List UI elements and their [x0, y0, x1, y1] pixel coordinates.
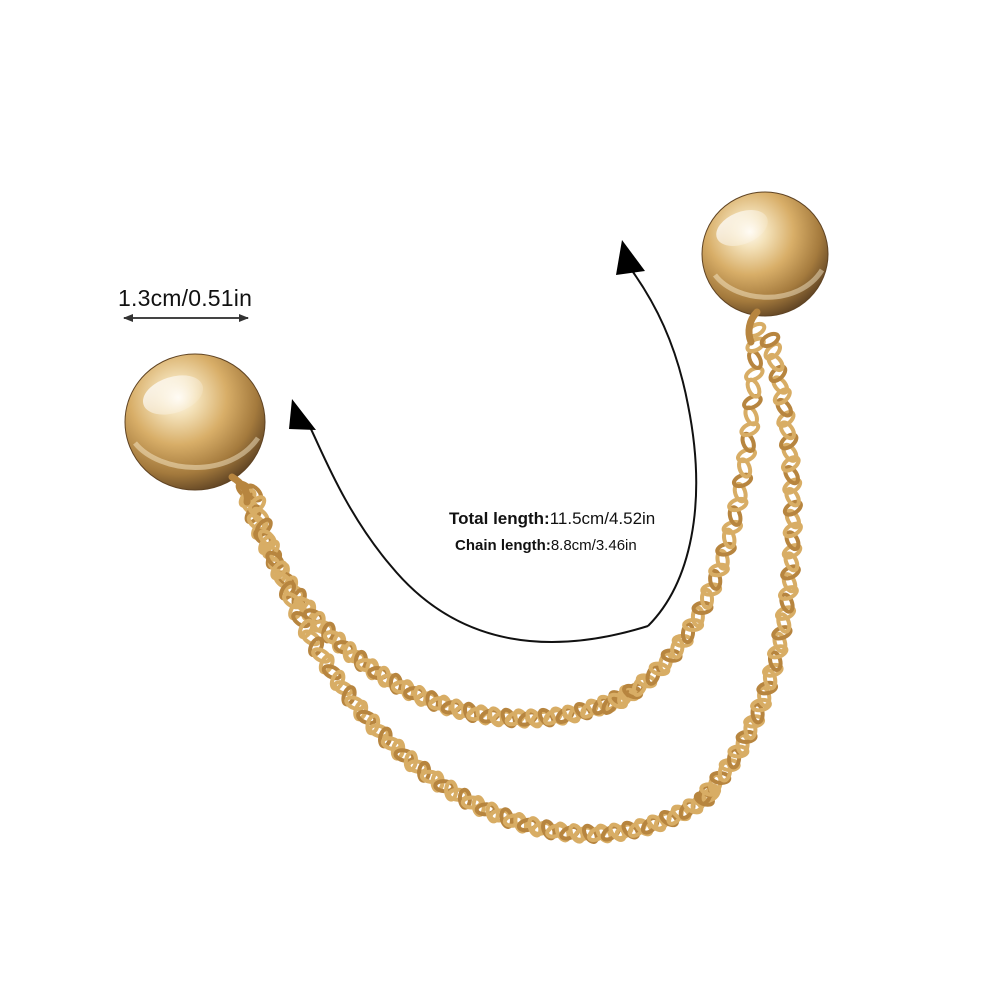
total-length-label: Total length:11.5cm/4.52in	[449, 510, 655, 527]
chain-link	[368, 723, 390, 739]
chain-link	[631, 675, 648, 697]
right-arrow-curve	[616, 240, 698, 627]
chain-link	[731, 472, 754, 489]
chain-link	[300, 629, 322, 647]
chain-link	[311, 647, 332, 664]
chain-link	[776, 410, 796, 428]
chain-link	[743, 718, 758, 741]
chain-link	[380, 736, 403, 752]
chain-link	[617, 686, 634, 707]
total-length-key: Total length:	[449, 509, 550, 528]
chain-link	[265, 550, 285, 569]
chain-link	[433, 779, 456, 794]
chain-link	[781, 572, 798, 594]
chain-link	[778, 420, 797, 441]
chain-link	[759, 331, 781, 349]
chain-link	[717, 760, 733, 783]
chain-link	[776, 612, 792, 634]
left-arrow-curve	[289, 399, 649, 643]
chain-link	[784, 487, 801, 508]
chain-link	[736, 447, 757, 464]
chain-link	[344, 695, 366, 711]
chain-link	[257, 529, 277, 548]
chain-link	[332, 680, 354, 697]
chain-link	[251, 506, 270, 526]
chain-link	[601, 695, 619, 715]
chain-link	[744, 365, 765, 383]
chain-link	[645, 664, 661, 686]
chain-link	[763, 341, 783, 361]
chain-link	[308, 636, 325, 658]
chain-link	[658, 651, 673, 674]
chain-link	[246, 513, 267, 532]
chain-link	[783, 465, 800, 486]
back-chain	[244, 331, 803, 844]
chain-link	[757, 685, 772, 708]
right-ball-stud	[701, 191, 829, 346]
chain-link	[273, 571, 293, 590]
chain-link	[784, 530, 801, 552]
chain-link	[762, 668, 778, 691]
chain-link	[784, 508, 802, 530]
chain-link	[727, 505, 743, 527]
chain-link	[772, 631, 788, 654]
chain-length-key: Chain length:	[455, 537, 551, 554]
left-ball-stud	[124, 353, 266, 506]
chain-length-value: 8.8cm/3.46in	[550, 537, 637, 554]
chain-link	[356, 709, 378, 726]
chain-link	[670, 637, 685, 660]
chain-link	[768, 650, 783, 672]
chain-link	[680, 622, 696, 645]
chain-link	[406, 759, 429, 774]
chain-link	[708, 568, 723, 591]
chain-link	[321, 664, 343, 681]
chain-link	[318, 653, 335, 675]
chain-link	[690, 605, 705, 628]
chain-link	[735, 733, 750, 756]
diameter-label: 1.3cm/0.51in	[118, 285, 253, 311]
chain-link	[771, 375, 790, 395]
chain-link	[783, 551, 800, 573]
chain-link	[291, 611, 312, 629]
chain-link	[297, 618, 315, 640]
chain-link	[750, 702, 765, 725]
chain-length-label: Chain length:8.8cm/3.46in	[455, 538, 637, 553]
chain-link	[775, 397, 793, 418]
chain-link	[781, 442, 799, 463]
chain-link	[282, 591, 302, 610]
chain-link	[779, 592, 795, 614]
chain-link	[447, 787, 469, 802]
total-length-value: 11.5cm/4.52in	[549, 509, 656, 528]
chain-link	[739, 421, 761, 438]
chain-link	[742, 394, 763, 411]
chain-link	[727, 747, 742, 770]
chain-link	[393, 748, 416, 763]
chain-link	[715, 548, 730, 571]
chain-link	[699, 587, 715, 610]
chain-link	[419, 769, 442, 784]
chain-link	[721, 527, 737, 550]
front-chain	[235, 321, 767, 729]
chain-link	[766, 352, 785, 373]
